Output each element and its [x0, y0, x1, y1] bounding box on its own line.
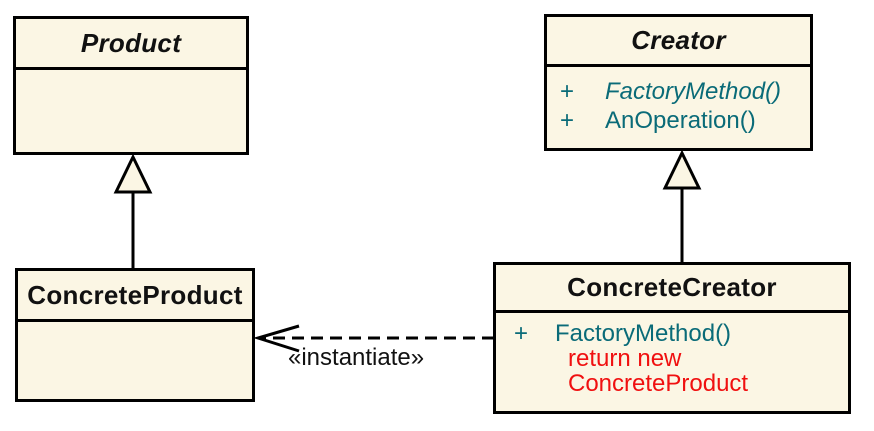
- generalization-concreteproduct-to-product[interactable]: [113, 153, 153, 269]
- class-name-creator: Creator: [631, 25, 726, 55]
- class-name-concreteproduct: ConcreteProduct: [27, 279, 243, 310]
- class-body-compartment: + FactoryMethod() return new ConcreteProd…: [496, 313, 848, 396]
- hollow-triangle-icon: [662, 149, 702, 190]
- class-box-creator[interactable]: Creator + FactoryMethod() + AnOperation(): [544, 14, 813, 151]
- method-name: AnOperation(): [605, 107, 756, 134]
- class-title-compartment: ConcreteCreator: [496, 265, 848, 313]
- pseudocode-line: ConcreteProduct: [568, 370, 749, 397]
- class-body-compartment: + FactoryMethod() + AnOperation(): [547, 67, 810, 135]
- method-name: FactoryMethod(): [555, 320, 732, 347]
- method-factorymethod: + FactoryMethod(): [514, 321, 848, 346]
- method-name: FactoryMethod(): [605, 78, 782, 105]
- class-name-concretecreator: ConcreteCreator: [567, 272, 777, 302]
- class-title-compartment: ConcreteProduct: [18, 271, 252, 322]
- method-factorymethod: + FactoryMethod(): [560, 77, 810, 106]
- generalization-concretecreator-to-creator[interactable]: [662, 149, 702, 263]
- class-title-compartment: Product: [16, 19, 246, 70]
- visibility-public: +: [560, 78, 575, 105]
- class-box-concreteproduct[interactable]: ConcreteProduct: [15, 268, 255, 402]
- class-name-product: Product: [80, 27, 182, 58]
- pseudocode-line: return new: [568, 345, 682, 372]
- instantiate-label: «instantiate»: [288, 344, 425, 371]
- class-title-compartment: Creator: [547, 17, 810, 67]
- class-box-concretecreator[interactable]: ConcreteCreator + FactoryMethod() return …: [493, 262, 851, 414]
- visibility-public: +: [514, 320, 529, 347]
- hollow-triangle-icon: [113, 153, 153, 194]
- method-anoperation: + AnOperation(): [560, 106, 810, 135]
- class-box-product[interactable]: Product: [13, 16, 249, 155]
- visibility-public: +: [560, 107, 575, 134]
